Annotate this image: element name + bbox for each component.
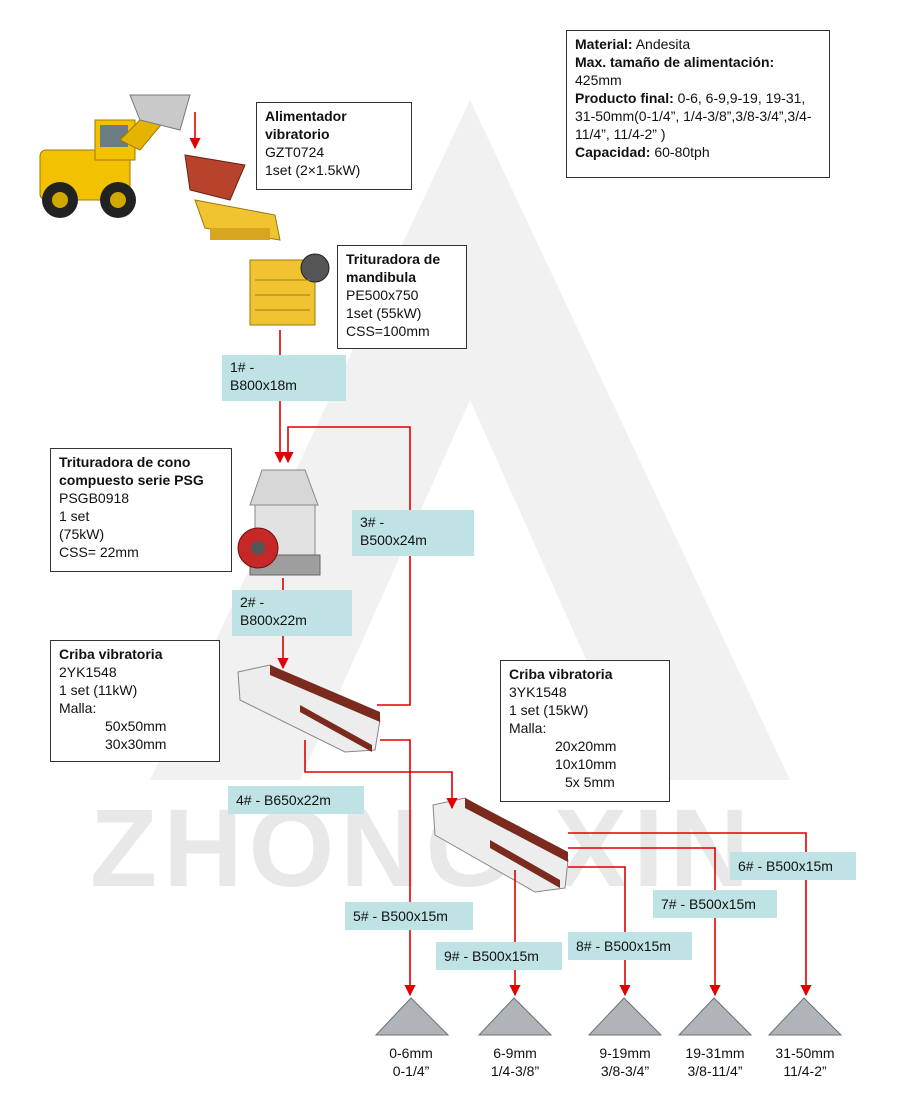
screen-2-mesh-1: 20x20mm	[555, 738, 617, 754]
screen-2-model: 3YK1548	[509, 684, 567, 700]
product-2-inch: 1/4-3/8”	[490, 1063, 540, 1079]
vibrating-screen-1-image	[237, 664, 381, 753]
conveyor-1-label: 1# - B800x18m	[222, 355, 346, 401]
stone-pile-1	[374, 997, 450, 1036]
stone-pile-2	[477, 997, 553, 1036]
conveyor-2-size: B800x22m	[240, 612, 307, 628]
product-5-mm: 31-50mm	[775, 1045, 835, 1061]
product-label-3: 9-19mm 3/8-3/4”	[580, 1044, 670, 1080]
spec-box: Material: Andesita Max. tamaño de alimen…	[566, 30, 830, 178]
product-1-inch: 0-1/4”	[392, 1063, 430, 1079]
product-3-mm: 9-19mm	[599, 1045, 651, 1061]
screen-1-model: 2YK1548	[59, 664, 117, 680]
flow-to-pile-3	[568, 866, 631, 997]
screen-1-mesh-1: 50x50mm	[105, 718, 167, 734]
product-5-inch: 11/4-2”	[783, 1063, 827, 1079]
conveyor-5-label: 5# - B500x15m	[345, 902, 473, 930]
conveyor-3-size: B500x24m	[360, 532, 427, 548]
product-label-2: 6-9mm 1/4-3/8”	[470, 1044, 560, 1080]
flow-to-pile-5	[568, 832, 812, 997]
product-label-4: 19-31mm 3/8-11/4”	[670, 1044, 760, 1080]
screen-1-mesh-label: Malla:	[59, 700, 97, 716]
screen-2-power: 1 set (15kW)	[509, 702, 589, 718]
conveyor-9-label: 9# - B500x15m	[436, 942, 562, 970]
flow-to-pile-1	[380, 739, 416, 997]
product-value: 0-6, 6-9,9-19, 19-31, 31-50mm(0-1/4”, 1/…	[575, 90, 812, 142]
feeder-power: 1set (2×1.5kW)	[265, 162, 361, 178]
cone-css: CSS= 22mm	[59, 544, 139, 560]
product-2-mm: 6-9mm	[493, 1045, 537, 1061]
capacity-value: 60-80tph	[650, 144, 710, 160]
jaw-css: CSS=100mm	[346, 323, 430, 339]
conveyor-3-label: 3# - B500x24m	[352, 510, 474, 556]
conveyor-6-label: 6# - B500x15m	[730, 852, 856, 880]
screen-2-title: Criba vibratoria	[509, 666, 613, 682]
stone-pile-5	[767, 997, 843, 1036]
screen-2-box: Criba vibratoria 3YK1548 1 set (15kW) Ma…	[500, 660, 670, 802]
screen-2-mesh-3: 5x 5mm	[565, 774, 615, 790]
screen-2-mesh-label: Malla:	[509, 720, 547, 736]
conveyor-1-id: 1# -	[230, 359, 255, 375]
flow-screen1-to-screen2	[304, 740, 458, 810]
cone-crusher-box: Trituradora de cono compuesto serie PSG …	[50, 448, 232, 572]
screen-1-title: Criba vibratoria	[59, 646, 163, 662]
jaw-power: 1set (55kW)	[346, 305, 422, 321]
stone-pile-4	[677, 997, 753, 1036]
product-4-inch: 3/8-11/4”	[687, 1063, 743, 1079]
conveyor-2-id: 2# -	[240, 594, 265, 610]
flow-recirculation	[282, 426, 411, 706]
jaw-model: PE500x750	[346, 287, 419, 303]
screen-1-mesh-2: 30x30mm	[105, 736, 167, 752]
screen-1-power: 1 set (11kW)	[59, 682, 138, 698]
product-label: Producto final:	[575, 90, 674, 106]
capacity-label: Capacidad:	[575, 144, 651, 160]
conveyor-4-label: 4# - B650x22m	[228, 786, 364, 814]
vibrating-feeder-image	[184, 154, 281, 241]
feeder-box: Alimentador vibratorio GZT0724 1set (2×1…	[256, 102, 412, 190]
jaw-crusher-box: Trituradora de mandibula PE500x750 1set …	[337, 245, 467, 349]
jaw-title: Trituradora de mandibula	[346, 251, 441, 285]
conveyor-3-id: 3# -	[360, 514, 385, 530]
jaw-crusher-image	[249, 253, 330, 326]
product-3-inch: 3/8-3/4”	[600, 1063, 650, 1079]
product-4-mm: 19-31mm	[685, 1045, 745, 1061]
product-label-5: 31-50mm 11/4-2”	[760, 1044, 850, 1080]
wheel-loader-image	[39, 94, 191, 218]
stone-pile-3	[587, 997, 663, 1036]
stone-piles	[374, 997, 843, 1036]
feed-size-value: 425mm	[575, 72, 622, 88]
conveyor-8-label: 8# - B500x15m	[568, 932, 692, 960]
conveyor-1-size: B800x18m	[230, 377, 297, 393]
vibrating-screen-2-image	[432, 797, 569, 893]
feeder-model: GZT0724	[265, 144, 325, 160]
cone-power: (75kW)	[59, 526, 105, 542]
flow-to-pile-4	[568, 847, 721, 997]
conveyor-2-label: 2# - B800x22m	[232, 590, 352, 636]
cone-crusher-image	[237, 469, 321, 576]
cone-model: PSGB0918	[59, 490, 130, 506]
screen-1-box: Criba vibratoria 2YK1548 1 set (11kW) Ma…	[50, 640, 220, 762]
feed-size-label: Max. tamaño de alimentación:	[575, 54, 775, 70]
cone-qty: 1 set	[59, 508, 90, 524]
feeder-title: Alimentador vibratorio	[265, 108, 347, 142]
screen-2-mesh-2: 10x10mm	[555, 756, 617, 772]
conveyor-7-label: 7# - B500x15m	[653, 890, 777, 918]
material-value: Andesita	[632, 36, 691, 52]
cone-title: Trituradora de cono compuesto serie PSG	[59, 454, 204, 488]
product-label-1: 0-6mm 0-1/4”	[366, 1044, 456, 1080]
product-1-mm: 0-6mm	[389, 1045, 433, 1061]
material-label: Material:	[575, 36, 633, 52]
